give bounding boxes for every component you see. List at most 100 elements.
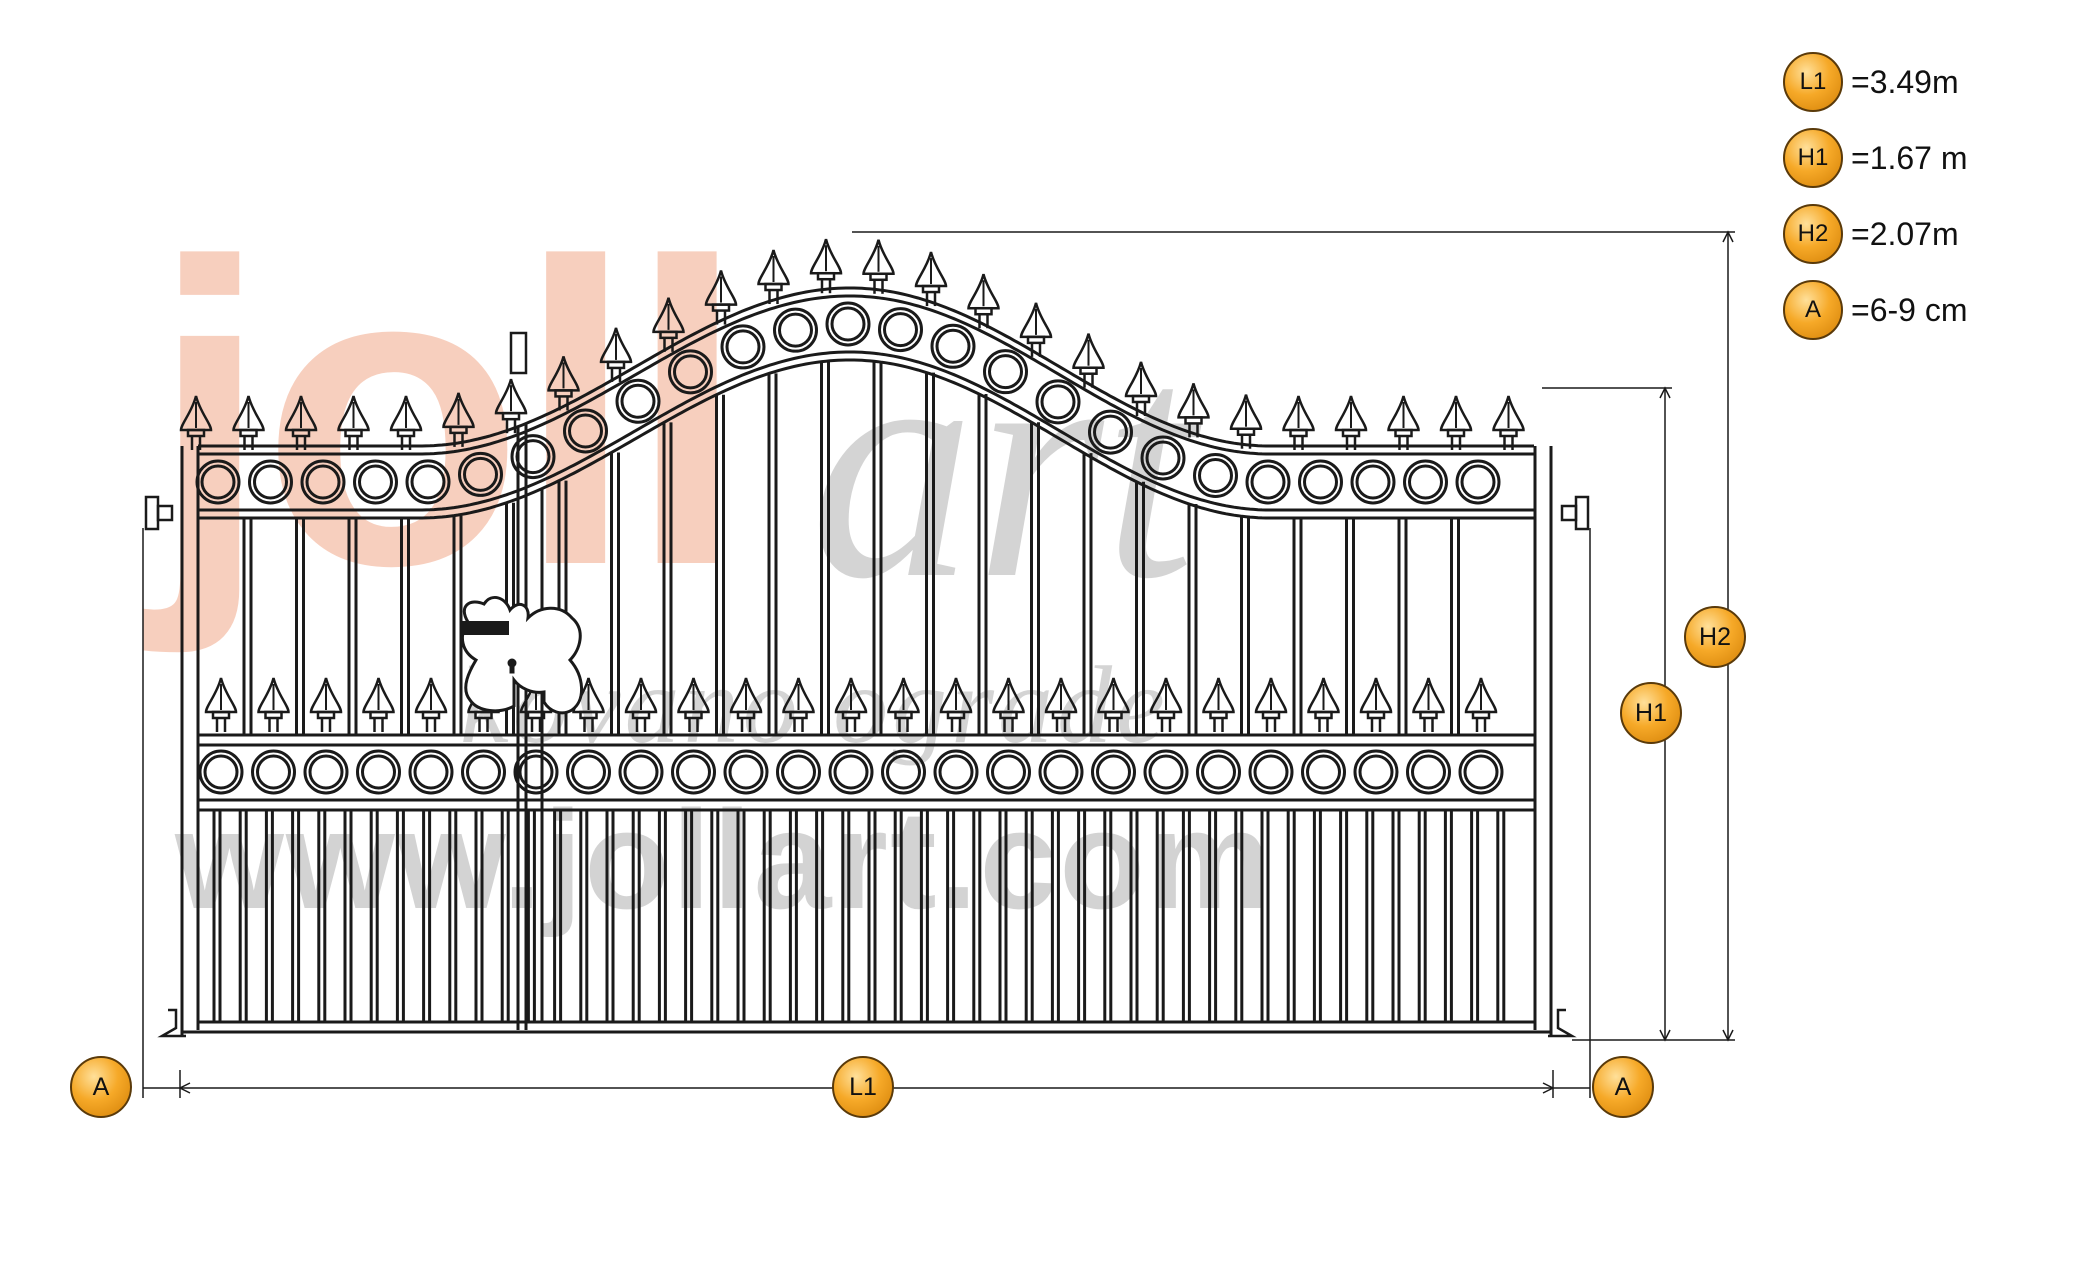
dimension-badge-h1: H1 (1620, 682, 1682, 744)
upper-ring (1140, 435, 1186, 481)
upper-ring (405, 459, 451, 505)
mid-spear-collar (736, 710, 756, 720)
top-spear-collar (974, 306, 993, 316)
mid-ring (723, 749, 769, 795)
mid-spear-collar (474, 710, 493, 720)
mid-ring (1353, 749, 1399, 795)
upper-ring-rail (198, 350, 1534, 512)
upper-ring (773, 307, 818, 353)
mid-spear-collar (1314, 710, 1333, 720)
top-spear-collar (1341, 428, 1361, 438)
mid-ring-inner (308, 754, 344, 790)
mid-ring-inner (1043, 754, 1079, 790)
top-spear-collar (921, 284, 941, 294)
mid-ring (303, 749, 349, 795)
mid-ring (671, 749, 716, 795)
mid-spear-collar (684, 710, 703, 720)
lock-plate (460, 595, 583, 715)
upper-ring-inner (358, 464, 393, 500)
dim-arrow (1542, 1082, 1555, 1094)
top-spear-collar (344, 428, 363, 438)
upper-ring (1298, 459, 1343, 505)
mid-ring (1196, 749, 1241, 795)
upper-ring (878, 307, 923, 353)
upper-ring (248, 459, 293, 505)
upper-ring (668, 349, 713, 395)
gate-icon (144, 238, 1590, 1038)
upper-ring (930, 323, 976, 369)
mid-spear-collar (369, 710, 388, 720)
mid-ring-inner (256, 754, 291, 790)
mid-spear-collar (1051, 710, 1071, 720)
mid-spear-collar (999, 710, 1018, 720)
mid-ring (198, 749, 244, 795)
mid-ring-inner (991, 754, 1026, 790)
upper-ring (1193, 453, 1238, 499)
upper-ring-inner (1250, 464, 1286, 500)
dim-arrow (1659, 1029, 1671, 1042)
top-spear-collar (554, 389, 573, 398)
top-spear-collar (659, 330, 678, 340)
mid-spear-collar (579, 710, 598, 720)
mid-ring-inner (623, 754, 659, 790)
upper-ring-inner (253, 464, 288, 500)
mid-ring-inner (1358, 754, 1394, 790)
mid-spear-collar (1366, 710, 1386, 720)
upper-ring-rail-inner (198, 358, 1534, 520)
mid-ring (566, 749, 611, 795)
mid-spear-collar (1209, 710, 1228, 720)
top-spear-collar (606, 360, 626, 370)
top-rail-inner (198, 294, 1534, 456)
hinge-plate (1574, 495, 1590, 531)
upper-ring (1245, 459, 1291, 505)
upper-ring-inner (620, 383, 656, 419)
mid-spear-collar (1156, 710, 1176, 720)
top-spear-collar (449, 425, 468, 435)
mid-spear-collar (421, 710, 441, 720)
mid-spear-collar (316, 710, 336, 720)
dim-arrow (1659, 386, 1671, 399)
top-spear-collar (186, 428, 206, 438)
mid-ring (1248, 749, 1294, 795)
mid-ring-inner (1253, 754, 1289, 790)
mid-ring (1406, 749, 1451, 795)
mid-ring-inner (676, 754, 711, 790)
upper-ring-inner (988, 354, 1023, 390)
upper-ring-inner (1093, 414, 1128, 450)
mid-ring-inner (413, 754, 449, 790)
dim-arrow (1722, 230, 1734, 243)
legend-badge-l1: L1 (1783, 52, 1843, 112)
mid-ring (251, 749, 296, 795)
mid-spear-collar (1471, 710, 1491, 720)
legend-row-h1: H1 =1.67 m (1783, 128, 1968, 188)
legend-row-h2: H2 =2.07m (1783, 204, 1959, 264)
upper-ring (195, 459, 241, 505)
upper-ring (720, 324, 766, 370)
upper-ring-inner (1303, 464, 1338, 500)
upper-ring (983, 349, 1028, 395)
top-spear-collar (239, 428, 258, 438)
mid-ring-inner (728, 754, 764, 790)
top-spear-collar (1236, 427, 1256, 436)
watermark-url: www.jollart.com (175, 781, 1274, 938)
upper-ring (353, 459, 398, 505)
mid-spear-collar (1104, 710, 1123, 720)
upper-ring-inner (463, 456, 498, 492)
keyhole-slot (509, 662, 515, 674)
mid-ring (1301, 749, 1346, 795)
mid-ring (776, 749, 821, 795)
mid-ring-inner (571, 754, 606, 790)
upper-ring (563, 408, 608, 454)
upper-ring (1403, 459, 1448, 505)
mid-ring (1091, 749, 1136, 795)
mid-ring-inner (1411, 754, 1446, 790)
mid-spear-collar (211, 710, 231, 720)
upper-ring (825, 301, 871, 347)
mid-ring-inner (203, 754, 239, 790)
mid-spear-collar (631, 710, 651, 720)
mid-ring (461, 749, 506, 795)
upper-ring-inner (1040, 384, 1076, 420)
upper-ring (1035, 379, 1081, 425)
top-spear-collar (1184, 416, 1203, 425)
top-spear-collar (711, 303, 731, 312)
